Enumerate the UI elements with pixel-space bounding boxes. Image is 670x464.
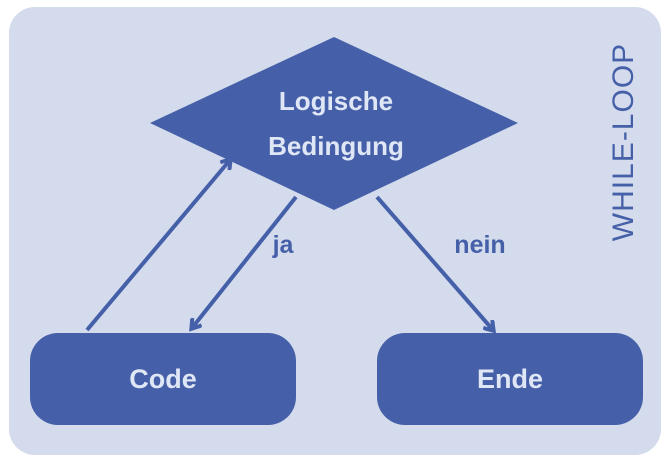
edge-label-yes: ja (272, 231, 295, 259)
diagram-title: WHILE-LOOP (607, 43, 640, 241)
code-label: Code (129, 364, 197, 394)
arrow-code-to-condition (85, 160, 230, 332)
end-box (377, 333, 643, 425)
condition-diamond (150, 37, 518, 210)
end-label: Ende (477, 364, 543, 394)
arrow-condition-to-end (375, 195, 493, 330)
edge-label-no: nein (454, 231, 505, 259)
condition-label-line1: Logische (279, 86, 393, 116)
arrow-condition-to-code (192, 195, 298, 328)
condition-label-line2: Bedingung (268, 131, 404, 161)
code-box (30, 333, 296, 425)
